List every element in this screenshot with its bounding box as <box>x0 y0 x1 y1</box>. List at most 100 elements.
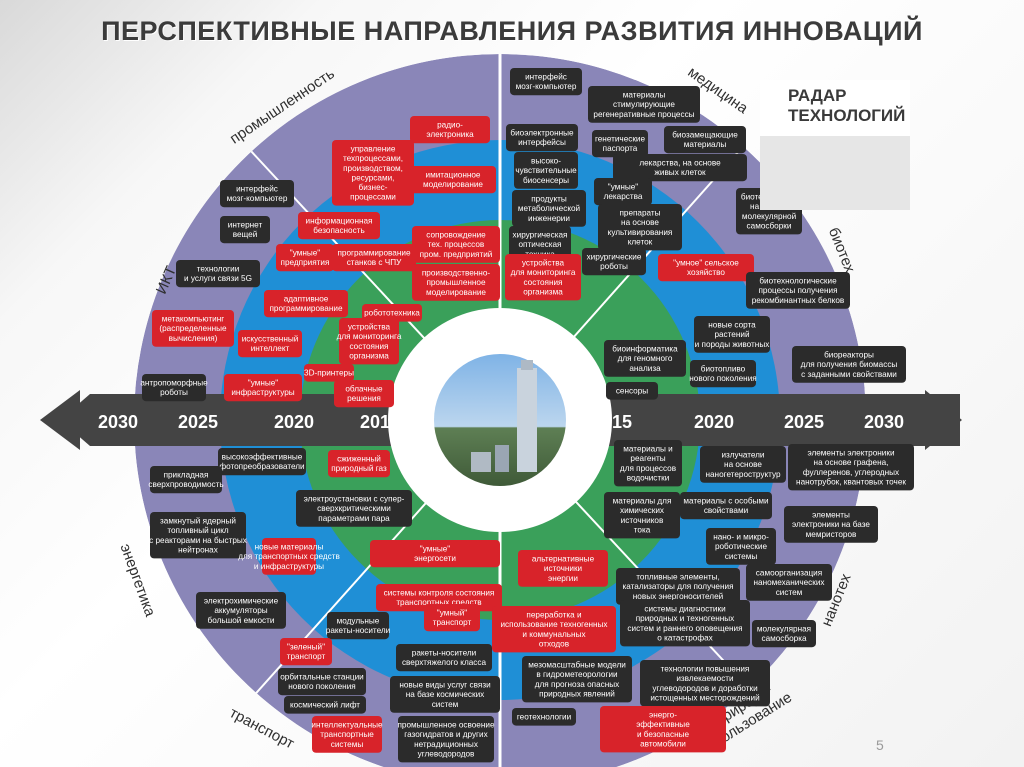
technology-box: электроустановки с супер-сверхкритически… <box>296 490 412 527</box>
technology-box-bg <box>522 656 632 703</box>
technology-box-bg <box>594 178 652 206</box>
technology-box-bg <box>238 330 302 358</box>
technology-box: космический лифт <box>284 696 366 714</box>
technology-box-bg <box>412 226 500 263</box>
technology-box-bg <box>606 382 658 400</box>
radar-title-background <box>760 80 910 136</box>
technology-box-bg <box>620 600 750 647</box>
technology-box: сенсоры <box>606 382 658 400</box>
technology-box-bg <box>262 538 316 575</box>
technology-box-bg <box>284 696 366 714</box>
technology-box-bg <box>218 448 306 476</box>
technology-box-bg <box>690 360 756 388</box>
technology-box-bg <box>276 244 334 272</box>
technology-box-text: электроустановки с супер-сверхкритически… <box>304 495 405 523</box>
radar-placeholder-panel <box>760 136 910 210</box>
technology-box: геотехнологии <box>512 708 576 726</box>
technology-box-bg <box>640 660 770 707</box>
technology-box-bg <box>700 446 786 483</box>
technology-box-text: "умные"энергосети <box>414 545 456 564</box>
technology-box-text: "умные"предприятия <box>281 249 330 268</box>
technology-box-red: "умный"транспорт <box>424 604 480 632</box>
technology-box-text: 3D-принтеры <box>304 369 354 378</box>
technology-box-bg <box>514 152 578 189</box>
technology-box-text: "зеленый"транспорт <box>287 643 326 662</box>
technology-box-red: радио-электроника <box>410 116 490 144</box>
technology-box-bg <box>792 346 906 383</box>
technology-box-text: топливные элементы,катализаторы для полу… <box>622 573 733 601</box>
technology-box-bg <box>492 606 616 653</box>
year-label-left: 2030 <box>98 412 138 432</box>
technology-box-bg <box>746 272 850 309</box>
technology-box-bg <box>658 254 754 282</box>
technology-box-bg <box>196 592 286 629</box>
technology-box-bg <box>424 604 480 632</box>
technology-box-bg <box>332 140 414 206</box>
technology-box-bg <box>604 340 686 377</box>
technology-box-text: "умные"лекарства <box>604 183 643 202</box>
technology-box-bg <box>176 260 260 288</box>
technology-box-bg <box>220 216 270 244</box>
technology-box-text: "умный"транспорт <box>433 609 472 628</box>
year-label-left: 2025 <box>178 412 218 432</box>
technology-box-bg <box>312 716 382 753</box>
technology-box-bg <box>616 568 740 605</box>
technology-box-bg <box>613 154 747 182</box>
technology-box-bg <box>582 248 646 276</box>
radar-legend: РАДАР ТЕХНОЛОГИЙ <box>760 80 910 210</box>
technology-box-bg <box>505 254 581 301</box>
technology-box-bg <box>264 290 348 318</box>
technology-box-bg <box>220 180 294 208</box>
